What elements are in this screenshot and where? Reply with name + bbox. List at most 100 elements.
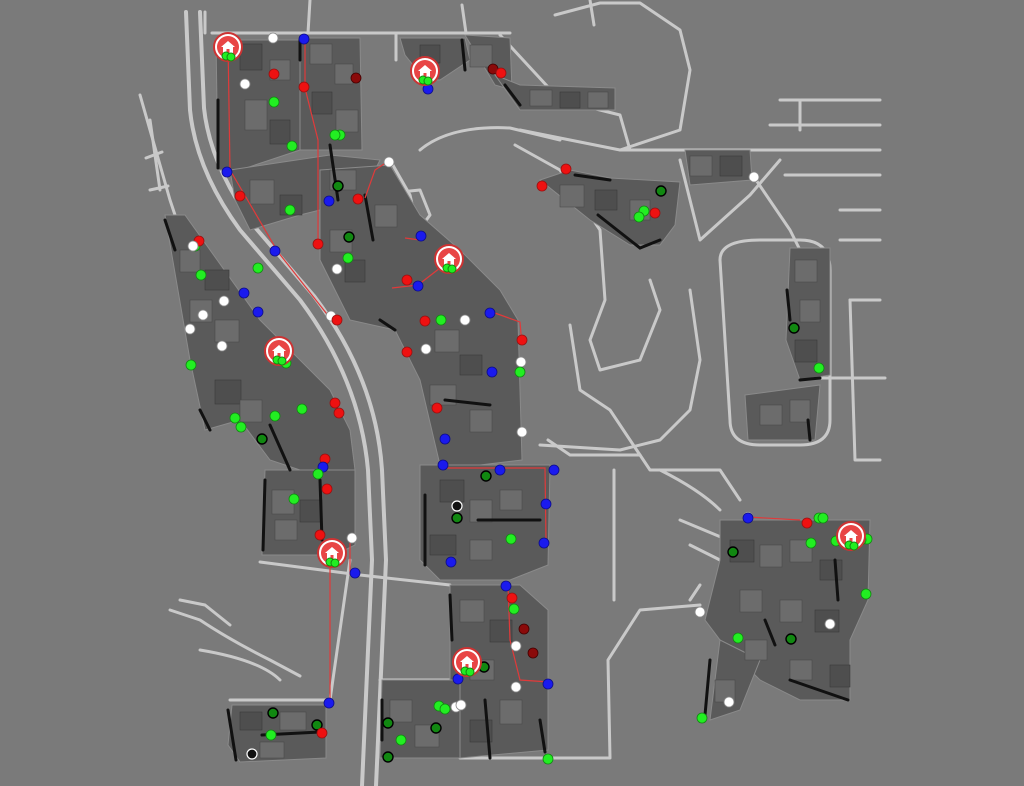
agent-green[interactable] <box>805 537 817 549</box>
agent-green[interactable] <box>312 468 324 480</box>
agent-green[interactable] <box>329 129 341 141</box>
building[interactable] <box>559 91 581 109</box>
agent-darkgreen[interactable] <box>430 722 442 734</box>
building[interactable] <box>239 711 263 731</box>
agent-blue[interactable] <box>494 464 506 476</box>
agent-white[interactable] <box>184 323 196 335</box>
agent-white[interactable] <box>420 343 432 355</box>
building[interactable] <box>239 399 263 423</box>
agent-white[interactable] <box>239 78 251 90</box>
building[interactable] <box>214 379 242 405</box>
agent-darkgreen[interactable] <box>343 231 355 243</box>
agent-white[interactable] <box>383 156 395 168</box>
building[interactable] <box>499 489 523 511</box>
refuge-house-icon[interactable] <box>264 336 294 366</box>
building[interactable] <box>759 404 783 426</box>
building[interactable] <box>279 711 307 731</box>
agent-white[interactable] <box>218 295 230 307</box>
agent-red[interactable] <box>321 483 333 495</box>
building[interactable] <box>779 599 803 623</box>
building[interactable] <box>459 599 485 623</box>
agent-red[interactable] <box>506 592 518 604</box>
building[interactable] <box>389 699 413 723</box>
building[interactable] <box>259 741 285 759</box>
agent-red[interactable] <box>333 407 345 419</box>
agent-green[interactable] <box>439 703 451 715</box>
building[interactable] <box>244 99 268 131</box>
agent-red[interactable] <box>331 314 343 326</box>
agent-white[interactable] <box>748 171 760 183</box>
agent-green[interactable] <box>505 533 517 545</box>
building[interactable] <box>469 499 493 523</box>
agent-red[interactable] <box>419 315 431 327</box>
agent-darkred[interactable] <box>350 72 362 84</box>
building[interactable] <box>335 109 359 133</box>
agent-green[interactable] <box>296 403 308 415</box>
agent-darkgreen[interactable] <box>256 433 268 445</box>
agent-green[interactable] <box>195 269 207 281</box>
agent-blue[interactable] <box>269 245 281 257</box>
building[interactable] <box>469 409 493 433</box>
agent-blue[interactable] <box>412 280 424 292</box>
agent-red[interactable] <box>516 334 528 346</box>
agent-blue[interactable] <box>252 306 264 318</box>
refuge-house-icon[interactable] <box>836 521 866 551</box>
agent-red[interactable] <box>495 67 507 79</box>
agent-darkgreen[interactable] <box>655 185 667 197</box>
agent-white[interactable] <box>267 32 279 44</box>
agent-green[interactable] <box>860 588 872 600</box>
agent-blue[interactable] <box>323 697 335 709</box>
agent-white[interactable] <box>510 681 522 693</box>
building[interactable] <box>459 354 483 376</box>
building[interactable] <box>214 319 240 343</box>
refuge-house-icon[interactable] <box>213 32 243 62</box>
agent-green[interactable] <box>284 204 296 216</box>
agent-black[interactable] <box>246 748 258 760</box>
agent-darkgreen[interactable] <box>311 719 323 731</box>
agent-blue[interactable] <box>484 307 496 319</box>
agent-darkgreen[interactable] <box>332 180 344 192</box>
agent-blue[interactable] <box>221 166 233 178</box>
agent-red[interactable] <box>316 727 328 739</box>
building[interactable] <box>499 699 523 725</box>
agent-red[interactable] <box>649 207 661 219</box>
agent-blue[interactable] <box>500 580 512 592</box>
agent-blue[interactable] <box>238 287 250 299</box>
agent-darkgreen[interactable] <box>382 717 394 729</box>
building[interactable] <box>469 44 493 68</box>
building[interactable] <box>794 339 818 363</box>
agent-darkred[interactable] <box>518 623 530 635</box>
building[interactable] <box>334 63 354 85</box>
building[interactable] <box>799 299 821 323</box>
building[interactable] <box>829 664 851 688</box>
agent-green[interactable] <box>817 512 829 524</box>
agent-blue[interactable] <box>542 678 554 690</box>
agent-green[interactable] <box>395 734 407 746</box>
agent-blue[interactable] <box>538 537 550 549</box>
building[interactable] <box>739 589 763 613</box>
building[interactable] <box>239 43 263 71</box>
agent-white[interactable] <box>331 263 343 275</box>
agent-darkgreen[interactable] <box>451 512 463 524</box>
building[interactable] <box>744 639 768 661</box>
building[interactable] <box>179 249 201 273</box>
agent-red[interactable] <box>560 163 572 175</box>
agent-blue[interactable] <box>415 230 427 242</box>
building[interactable] <box>429 534 457 556</box>
building[interactable] <box>469 539 493 561</box>
agent-white[interactable] <box>216 340 228 352</box>
refuge-house-icon[interactable] <box>317 538 347 568</box>
agent-white[interactable] <box>187 240 199 252</box>
building[interactable] <box>529 89 553 107</box>
building[interactable] <box>269 119 291 145</box>
building[interactable] <box>819 559 843 581</box>
building[interactable] <box>309 43 333 65</box>
agent-red[interactable] <box>431 402 443 414</box>
agent-green[interactable] <box>435 314 447 326</box>
agent-white[interactable] <box>510 640 522 652</box>
agent-blue[interactable] <box>349 567 361 579</box>
agent-green[interactable] <box>235 421 247 433</box>
building[interactable] <box>594 189 618 211</box>
agent-green[interactable] <box>265 729 277 741</box>
